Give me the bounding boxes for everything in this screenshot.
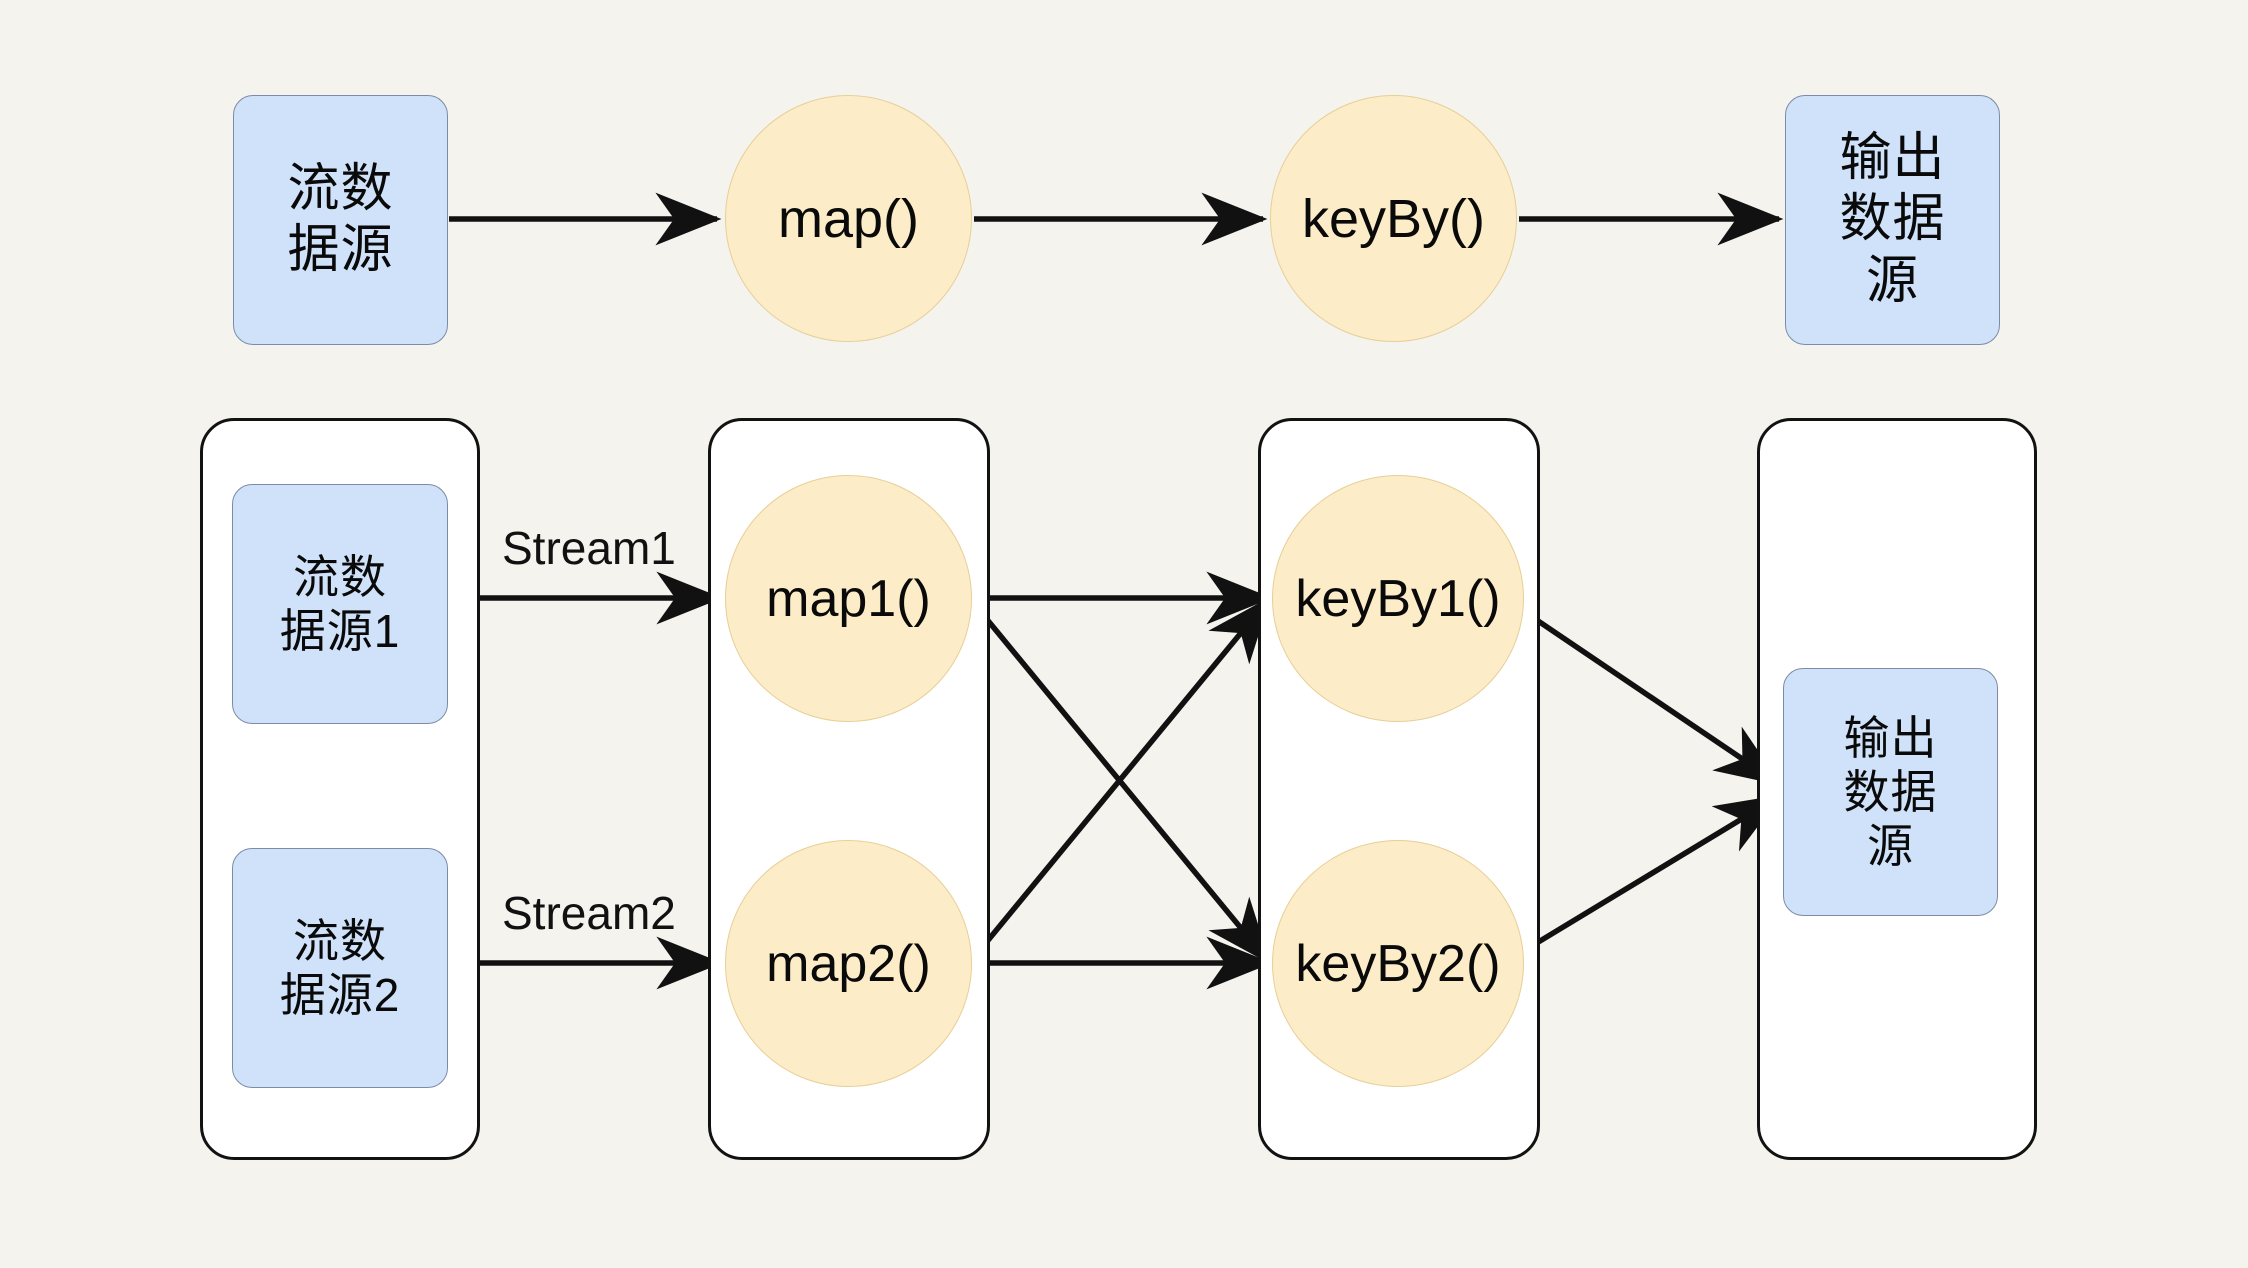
edge-label-stream1: Stream1 xyxy=(502,522,676,574)
source-box-2[interactable]: 流数 据源2 xyxy=(232,848,448,1088)
edge-map1-to-keyby2 xyxy=(968,598,1271,965)
edge-label-stream2: Stream2 xyxy=(502,887,676,939)
keyby1-label: keyBy1() xyxy=(1295,569,1501,628)
edge-keyby1-to-sink xyxy=(1505,597,1782,786)
top-map-label: map() xyxy=(777,188,919,249)
map1-label: map1() xyxy=(766,569,931,628)
sink-box[interactable]: 输出 数据 源 xyxy=(1783,668,1998,916)
source-box-1[interactable]: 流数 据源1 xyxy=(232,484,448,724)
map2-node[interactable]: map2() xyxy=(725,840,972,1087)
map2-label: map2() xyxy=(766,934,931,993)
top-source-box[interactable]: 流数 据源 xyxy=(233,95,448,345)
top-keyby-label: keyBy() xyxy=(1301,188,1485,249)
edge-map2-to-keyby1 xyxy=(968,596,1271,963)
keyby1-node[interactable]: keyBy1() xyxy=(1272,475,1524,722)
keyby2-label: keyBy2() xyxy=(1295,934,1501,993)
top-sink-box[interactable]: 输出 数据 源 xyxy=(1785,95,2000,345)
map1-node[interactable]: map1() xyxy=(725,475,972,722)
keyby2-node[interactable]: keyBy2() xyxy=(1272,840,1524,1087)
top-keyby-node[interactable]: keyBy() xyxy=(1270,95,1517,342)
top-map-node[interactable]: map() xyxy=(725,95,972,342)
edge-keyby2-to-sink xyxy=(1505,794,1782,964)
